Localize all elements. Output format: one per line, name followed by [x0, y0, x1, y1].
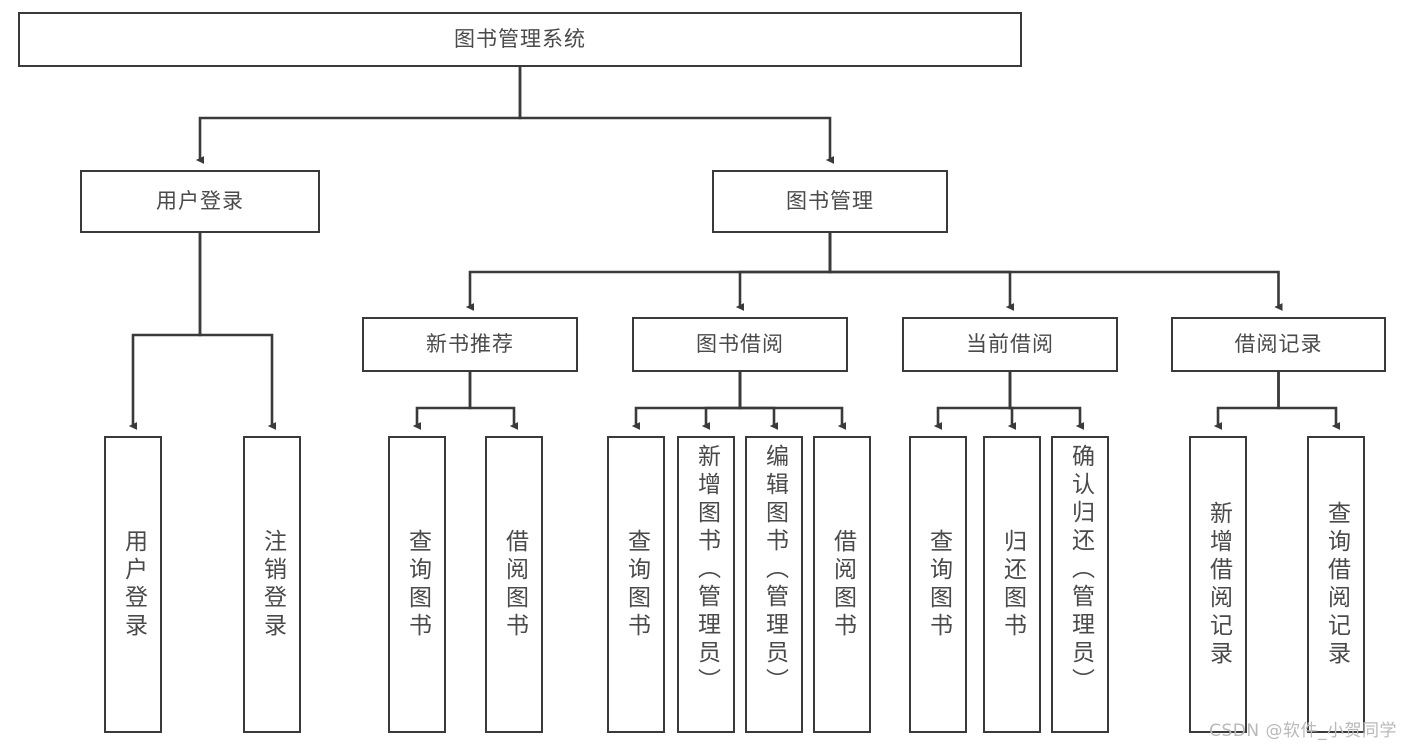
node-user-login-module-label: 用户登录: [156, 189, 244, 214]
connector-l2_1-to-l3_2: [828, 233, 1015, 311]
leaf-user-logout-label: 注销登录: [259, 528, 286, 641]
node-borrow-record-label: 借阅记录: [1234, 332, 1323, 357]
leaf-query-book-recommend-label: 查询图书: [404, 528, 431, 641]
leaf-query-borrow-record-label: 查询借阅记录: [1323, 500, 1350, 669]
connector-l2_1-to-l3_0: [465, 233, 832, 311]
connector-l3_2-to-leaf_10: [1008, 372, 1085, 430]
edge-group: [128, 67, 1341, 430]
connector-l2_1-to-l3_3: [828, 233, 1283, 311]
leaf-query-book-current[interactable]: 查询图书: [909, 436, 967, 733]
node-root-label: 图书管理系统: [454, 27, 586, 52]
connector-l3_1-to-leaf_6: [738, 372, 779, 430]
node-current-borrow-label: 当前借阅: [966, 332, 1054, 357]
leaf-borrow-book-recommend-label: 借阅图书: [501, 528, 528, 641]
connector-root-to-l2_0: [195, 67, 522, 164]
leaf-query-book-borrow[interactable]: 查询图书: [607, 436, 665, 733]
leaf-query-borrow-record[interactable]: 查询借阅记录: [1307, 436, 1365, 733]
connector-l3_1-to-leaf_7: [738, 372, 847, 430]
leaf-add-borrow-record[interactable]: 新增借阅记录: [1189, 436, 1247, 733]
leaf-borrow-book-label: 借阅图书: [829, 528, 856, 641]
leaf-query-book-current-label: 查询图书: [925, 528, 952, 641]
connector-root-to-l2_1: [518, 67, 835, 164]
node-new-book-recommend[interactable]: 新书推荐: [362, 317, 578, 372]
connector-l3_1-to-leaf_5: [701, 372, 742, 430]
leaf-edit-book-admin[interactable]: 编辑图书（管理员）: [745, 436, 803, 733]
node-current-borrow[interactable]: 当前借阅: [902, 317, 1118, 372]
node-book-borrow-label: 图书借阅: [696, 332, 784, 357]
leaf-confirm-return-admin[interactable]: 确认归还（管理员）: [1051, 436, 1109, 733]
connector-l2_1-to-l3_1: [735, 233, 832, 311]
node-user-login-module[interactable]: 用户登录: [80, 170, 320, 233]
leaf-borrow-book[interactable]: 借阅图书: [813, 436, 871, 733]
connector-l3_3-to-leaf_11: [1213, 372, 1280, 430]
leaf-confirm-return-admin-label: 确认归还（管理员）: [1067, 444, 1094, 696]
connector-l2_0-to-leaf_1: [198, 233, 277, 430]
csdn-watermark: CSDN @软件_小贺同学: [1209, 721, 1397, 741]
leaf-user-login[interactable]: 用户登录: [104, 436, 162, 733]
connector-l3_2-to-leaf_9: [1007, 372, 1017, 430]
leaf-edit-book-admin-label: 编辑图书（管理员）: [761, 444, 788, 696]
node-book-management-module[interactable]: 图书管理: [712, 170, 948, 233]
node-new-book-recommend-label: 新书推荐: [426, 332, 514, 357]
leaf-add-book-admin-label: 新增图书（管理员）: [693, 444, 720, 696]
connector-l3_0-to-leaf_3: [468, 372, 519, 430]
node-book-management-module-label: 图书管理: [786, 189, 874, 214]
node-root[interactable]: 图书管理系统: [18, 12, 1022, 67]
connector-l3_0-to-leaf_2: [412, 372, 472, 430]
connector-l2_0-to-leaf_0: [128, 233, 202, 430]
leaf-query-book-recommend[interactable]: 查询图书: [388, 436, 446, 733]
node-borrow-record[interactable]: 借阅记录: [1171, 317, 1386, 372]
node-book-borrow[interactable]: 图书借阅: [632, 317, 848, 372]
leaf-borrow-book-recommend[interactable]: 借阅图书: [485, 436, 543, 733]
connector-l3_1-to-leaf_4: [631, 372, 742, 430]
leaf-add-borrow-record-label: 新增借阅记录: [1205, 500, 1232, 669]
leaf-user-login-label: 用户登录: [120, 528, 147, 641]
leaf-user-logout[interactable]: 注销登录: [243, 436, 301, 733]
leaf-return-book-label: 归还图书: [999, 528, 1026, 641]
leaf-add-book-admin[interactable]: 新增图书（管理员）: [677, 436, 735, 733]
connector-l3_2-to-leaf_8: [933, 372, 1012, 430]
leaf-query-book-borrow-label: 查询图书: [623, 528, 650, 641]
leaf-return-book[interactable]: 归还图书: [983, 436, 1041, 733]
connector-l3_3-to-leaf_12: [1277, 372, 1341, 430]
